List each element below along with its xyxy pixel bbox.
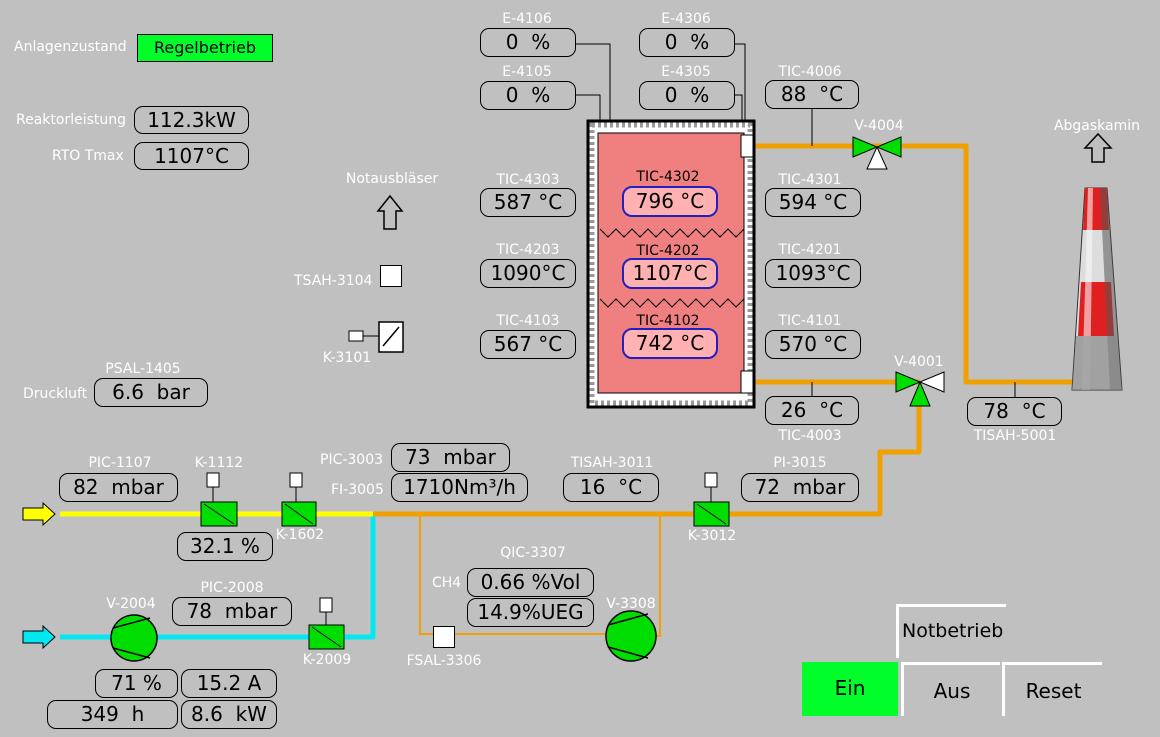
fan-hours-value: 349 h xyxy=(47,700,178,729)
chimney-icon xyxy=(1071,187,1123,391)
valve-v4001-icon xyxy=(895,371,945,407)
e4306-value: 0 % xyxy=(639,28,735,57)
fan-speed-value: 71 % xyxy=(95,669,178,698)
aus-button[interactable]: Aus xyxy=(901,662,1000,716)
valve-k2009-icon xyxy=(308,597,345,650)
tic4006-tag: TIC-4006 xyxy=(778,64,842,80)
tisah3011-value: 16 °C xyxy=(563,473,659,502)
tic4201-value: 1093°C xyxy=(765,259,861,288)
e4306-tag: E-4306 xyxy=(661,11,711,27)
e4305-value: 0 % xyxy=(639,81,735,110)
reactor-power-label: Reaktorleistung xyxy=(16,112,127,128)
tic4003-tag: TIC-4003 xyxy=(778,428,842,444)
valve-k3012-icon xyxy=(693,472,730,527)
tsah3104-tag: TSAH-3104 xyxy=(294,273,373,289)
compressed-air-label: Druckluft xyxy=(23,386,88,402)
tic4301-tag: TIC-4301 xyxy=(778,172,842,188)
fresh-air-inlet-arrow xyxy=(22,624,56,650)
tic4301-value: 594 °C xyxy=(765,188,861,217)
tisah5001-tag: TISAH-5001 xyxy=(973,428,1057,444)
compressed-air-value: 6.6 bar xyxy=(94,378,208,407)
tic4203-tag: TIC-4203 xyxy=(496,242,560,258)
heater-coil-top xyxy=(599,228,745,238)
tic4303-value: 587 °C xyxy=(480,188,576,217)
pic1107-value: 82 mbar xyxy=(59,473,178,502)
pic3003-tag: PIC-3003 xyxy=(320,452,384,468)
ch4-label: CH4 xyxy=(432,575,462,591)
ch4-ueg-value: 14.9%UEG xyxy=(467,598,594,627)
relief-outlet-arrow xyxy=(376,194,404,230)
valve-k1112-icon xyxy=(200,472,238,527)
fsal3306-tag: FSAL-3306 xyxy=(406,653,482,669)
fan-v2004-icon xyxy=(110,614,158,662)
tic4101-value: 570 °C xyxy=(765,330,861,359)
heater-coil-bottom xyxy=(599,298,745,308)
ch4-vol-value: 0.66 %Vol xyxy=(467,568,594,597)
tic4201-tag: TIC-4201 xyxy=(778,242,842,258)
tisah5001-value: 78 °C xyxy=(967,397,1062,426)
valve-k1602-icon xyxy=(281,472,317,527)
reactor-power-value: 112.3kW xyxy=(134,106,249,134)
pi3015-tag: PI-3015 xyxy=(773,455,827,471)
fsal3306-indicator xyxy=(433,626,455,648)
k1112-position: 32.1 % xyxy=(177,532,273,561)
tic4202-value: 1107°C xyxy=(622,258,718,289)
e4106-tag: E-4106 xyxy=(502,11,552,27)
chimney-outlet-arrow xyxy=(1083,132,1113,163)
cyan-pipe xyxy=(60,516,376,640)
fan-current-value: 15.2 A xyxy=(181,669,277,698)
e4105-value: 0 % xyxy=(480,81,576,110)
qic3307-tag: QIC-3307 xyxy=(500,545,566,561)
tic4103-value: 567 °C xyxy=(480,330,576,359)
tic4101-tag: TIC-4101 xyxy=(778,313,842,329)
k3101-tag: K-3101 xyxy=(322,350,372,366)
k1602-tag: K-1602 xyxy=(275,527,325,543)
chimney-label: Abgaskamin xyxy=(1053,118,1141,134)
k1112-tag: K-1112 xyxy=(194,455,244,471)
damper-k3101-icon xyxy=(348,321,404,353)
pic1107-tag: PIC-1107 xyxy=(88,455,152,471)
tic4302-tag: TIC-4302 xyxy=(636,169,700,185)
air-inlet-arrow xyxy=(22,501,56,527)
pic3003-value: 73 mbar xyxy=(391,443,510,472)
rto-tmax-value: 1107°C xyxy=(134,142,249,170)
plant-state-badge: Regelbetrieb xyxy=(137,34,273,62)
tic4203-value: 1090°C xyxy=(480,259,576,288)
tic4102-value: 742 °C xyxy=(622,328,718,359)
relief-label: Notausbläser xyxy=(345,171,439,187)
valve-v4004-icon xyxy=(852,136,902,170)
v3308-tag: V-3308 xyxy=(606,596,656,612)
fi3005-tag: FI-3005 xyxy=(331,482,384,498)
rto-tmax-label: RTO Tmax xyxy=(52,148,124,164)
tic4102-tag: TIC-4102 xyxy=(636,313,700,329)
fan-power-value: 8.6 kW xyxy=(181,700,277,729)
notbetrieb-label: Notbetrieb xyxy=(896,604,1006,658)
tic4302-value: 796 °C xyxy=(622,186,718,217)
fi3005-value: 1710Nm³/h xyxy=(391,473,528,502)
tisah3011-tag: TISAH-3011 xyxy=(570,455,654,471)
reset-button[interactable]: Reset xyxy=(1002,662,1102,716)
e4106-value: 0 % xyxy=(480,28,576,57)
e4105-tag: E-4105 xyxy=(502,64,552,80)
orange-bypass-pipe xyxy=(419,514,443,635)
pi3015-value: 72 mbar xyxy=(741,473,859,502)
v2004-tag: V-2004 xyxy=(106,596,156,612)
k2009-tag: K-2009 xyxy=(302,652,352,668)
tic4303-tag: TIC-4303 xyxy=(496,172,560,188)
fan-v3308-icon xyxy=(605,610,657,662)
tic4202-tag: TIC-4202 xyxy=(636,243,700,259)
pic2008-value: 78 mbar xyxy=(172,597,292,626)
psal1405-tag: PSAL-1405 xyxy=(105,361,181,377)
v4004-tag: V-4004 xyxy=(854,118,904,134)
v4001-tag: V-4001 xyxy=(894,354,944,370)
k3012-tag: K-3012 xyxy=(687,528,737,544)
plant-state-label: Anlagenzustand xyxy=(14,39,127,55)
ein-button[interactable]: Ein xyxy=(802,662,898,716)
pic2008-tag: PIC-2008 xyxy=(200,580,264,596)
tic4006-value: 88 °C xyxy=(765,80,859,109)
tic4003-value: 26 °C xyxy=(765,396,859,425)
tic4103-tag: TIC-4103 xyxy=(496,313,560,329)
e4305-tag: E-4305 xyxy=(661,64,711,80)
tsah3104-indicator xyxy=(380,265,402,287)
